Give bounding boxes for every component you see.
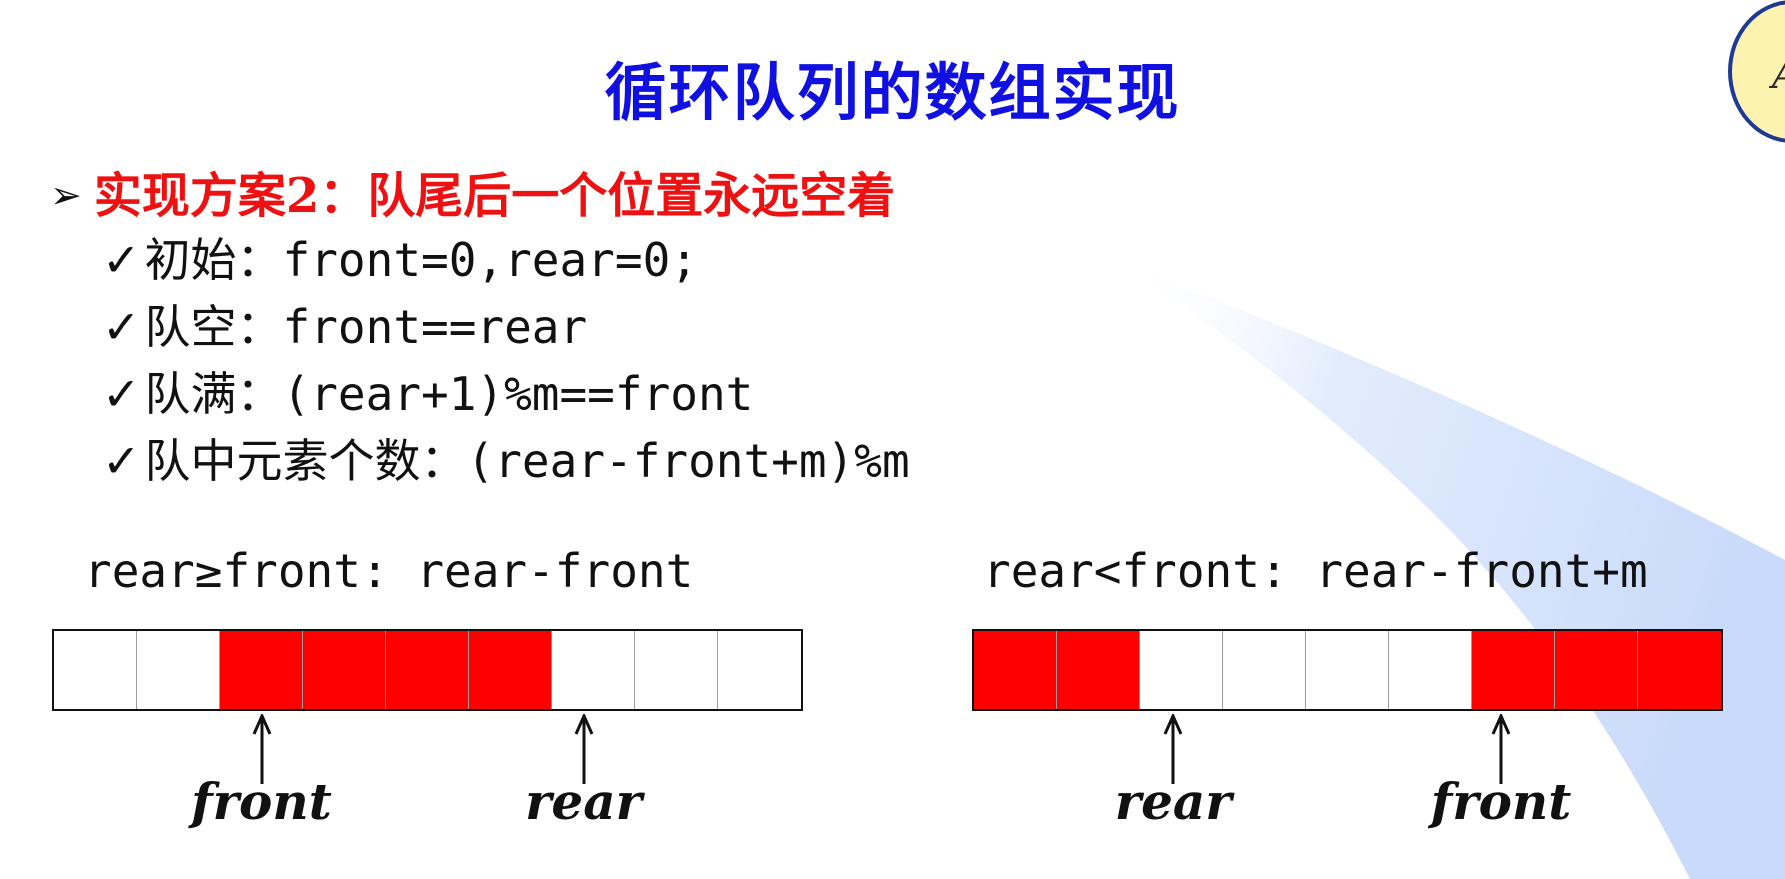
pointer-label-front: front <box>191 772 332 831</box>
queue-cell-occupied <box>386 631 469 709</box>
rule-expression: front=0,rear=0; <box>282 233 698 287</box>
checkmark-icon: ✓ <box>102 233 141 287</box>
queue-cell-empty <box>1306 631 1389 709</box>
rule-empty: ✓队空：front==rear <box>102 291 587 357</box>
queue-cell-occupied <box>1057 631 1140 709</box>
up-arrow-icon <box>1163 714 1183 784</box>
queue-cell-empty <box>718 631 801 709</box>
rule-full: ✓队满：(rear+1)%m==front <box>102 358 753 424</box>
scheme-text: 实现方案2：队尾后一个位置永远空着 <box>93 168 896 224</box>
queue-cell-occupied <box>974 631 1057 709</box>
queue-cell-occupied <box>220 631 303 709</box>
pointer-label-rear: rear <box>1114 772 1232 831</box>
rule-expression: front==rear <box>282 300 588 354</box>
queue-cell-occupied <box>469 631 552 709</box>
queue-array-case-1 <box>52 629 803 711</box>
corner-badge-letter: A <box>1772 52 1785 98</box>
queue-cell-empty <box>137 631 220 709</box>
queue-cell-empty <box>1140 631 1223 709</box>
checkmark-icon: ✓ <box>102 367 141 421</box>
rule-label: 初始： <box>144 233 283 287</box>
queue-cell-occupied <box>1472 631 1555 709</box>
queue-cell-occupied <box>1555 631 1638 709</box>
queue-cell-empty <box>1389 631 1472 709</box>
queue-cell-occupied <box>303 631 386 709</box>
rule-label: 队中元素个数： <box>144 434 467 488</box>
case-label-rear-ge-front: rear≥front: rear-front <box>84 544 694 598</box>
rule-label: 队满： <box>144 367 283 421</box>
up-arrow-icon <box>1491 714 1511 784</box>
slide-title: 循环队列的数组实现 <box>604 56 1181 129</box>
checkmark-icon: ✓ <box>102 434 141 488</box>
case-label-rear-lt-front: rear<front: rear-front+m <box>983 544 1648 598</box>
arrow-bullet-icon: ➢ <box>50 173 82 217</box>
rule-expression: (rear+1)%m==front <box>282 367 754 421</box>
queue-cell-occupied <box>1638 631 1721 709</box>
pointer-label-rear: rear <box>525 772 642 831</box>
up-arrow-icon <box>252 714 271 784</box>
queue-cell-empty <box>635 631 718 709</box>
checkmark-icon: ✓ <box>102 300 141 354</box>
up-arrow-icon <box>574 714 593 784</box>
queue-cell-empty <box>54 631 137 709</box>
rule-label: 队空： <box>144 300 283 354</box>
rule-initial: ✓初始：front=0,rear=0; <box>102 224 698 290</box>
scheme-heading: ➢实现方案2：队尾后一个位置永远空着 <box>50 156 895 226</box>
queue-array-case-2 <box>972 629 1723 711</box>
queue-cell-empty <box>552 631 635 709</box>
rule-count: ✓队中元素个数：(rear-front+m)%m <box>102 425 910 491</box>
rule-expression: (rear-front+m)%m <box>466 434 910 488</box>
queue-cell-empty <box>1223 631 1306 709</box>
pointer-label-front: front <box>1430 772 1572 831</box>
